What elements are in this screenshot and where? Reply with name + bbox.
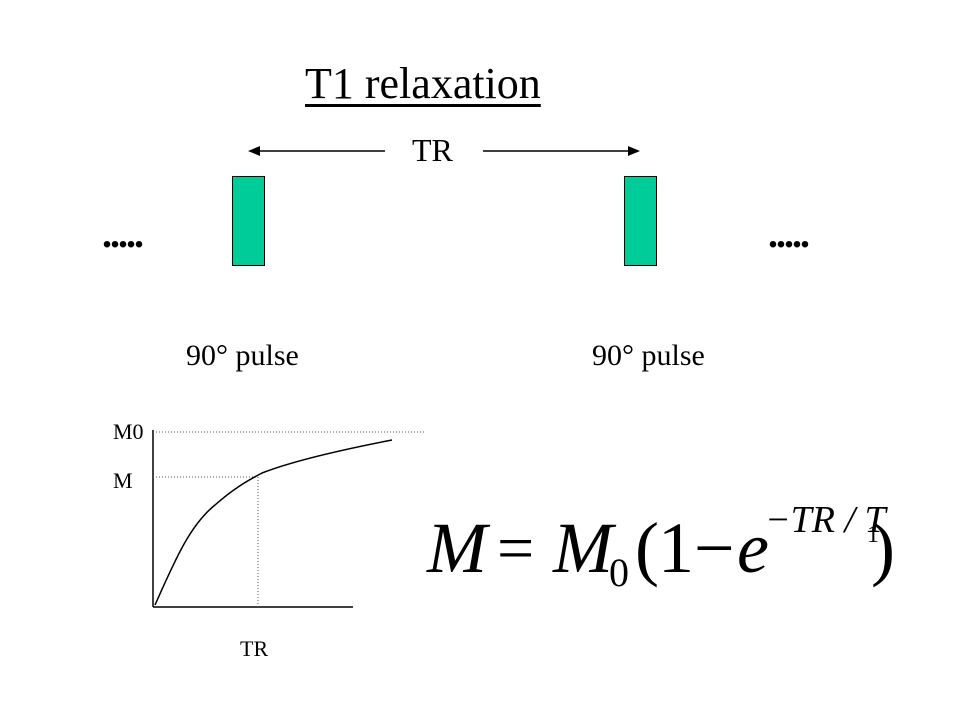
ellipsis-left: ..... [102,211,144,256]
pulse-block-right [624,176,657,266]
graph-label-tr: TR [240,636,269,661]
formula-lhs: M [426,508,491,588]
recovery-graph [152,430,425,608]
formula-exponent: −TR / T [765,499,889,541]
graph-label-m0: M0 [113,419,144,444]
tr-arrow-right-head [628,146,640,156]
formula-e: e [737,508,769,588]
formula-one-minus: 1− [658,508,735,588]
formula-sub-zero: 0 [609,550,629,595]
formula-equals: = [497,512,534,585]
pulse-block-left [232,176,265,266]
page-title: T1 relaxation [305,59,541,108]
formula-exponent-sub: 1 [867,522,879,548]
formula-open-paren: ( [635,508,659,588]
pulse-label-left: 90° pulse [186,339,299,372]
relaxation-formula: M = M 0 ( 1− e −TR / T 1 ) [426,499,895,595]
tr-arrow-left-head [248,146,260,156]
ellipsis-right: ..... [768,211,810,256]
pulse-label-right: 90° pulse [592,339,705,372]
formula-m: M [552,508,617,588]
graph-label-m: M [113,468,133,493]
graph-recovery-curve [154,439,393,606]
formula-close-paren: ) [871,508,895,588]
tr-label-top: TR [412,132,453,168]
